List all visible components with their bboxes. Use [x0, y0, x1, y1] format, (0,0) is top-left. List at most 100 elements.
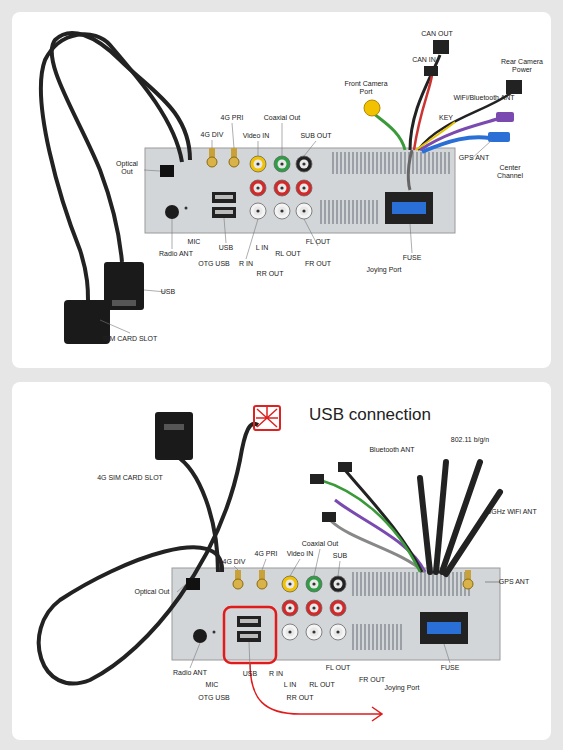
leader-line	[290, 559, 300, 576]
part-label: Video IN	[280, 550, 320, 558]
part-label: R IN	[264, 670, 288, 678]
rca-inner	[278, 207, 287, 216]
leader-line	[410, 224, 412, 253]
sub-jack	[296, 156, 312, 172]
part-label: RR OUT	[283, 694, 317, 702]
sim-slot-box	[155, 412, 193, 460]
rca-inner	[310, 580, 319, 589]
rca-pin	[280, 209, 283, 212]
coaxial-jack	[274, 156, 290, 172]
rca-pin	[302, 162, 305, 165]
leader-line	[234, 566, 238, 570]
unit-body	[172, 568, 500, 660]
rca-inner	[310, 628, 319, 637]
rca-pin	[288, 582, 291, 585]
top-panel	[12, 12, 551, 368]
part-label: OTG USB	[194, 260, 234, 268]
leader-line	[224, 218, 226, 243]
part-label: Bluetooth ANT	[362, 446, 422, 454]
wifi-connector	[496, 112, 514, 122]
part-label: FR OUT	[301, 260, 335, 268]
rca-red-jack	[296, 180, 312, 196]
rca-pin	[302, 209, 305, 212]
usb-icon	[254, 406, 280, 430]
part-label: Radio ANT	[154, 250, 198, 258]
sim-cable	[175, 455, 218, 572]
rca-inner	[278, 160, 287, 169]
rca-pin	[302, 186, 305, 189]
leader-line	[485, 582, 500, 583]
part-label: RL OUT	[305, 681, 339, 689]
part-label: CAN OUT	[412, 30, 462, 38]
part-label: Video IN	[236, 132, 276, 140]
can-connector	[433, 40, 449, 54]
unit-body	[145, 148, 455, 233]
radio-ant-hole	[165, 205, 179, 219]
sma-connector	[463, 579, 473, 589]
part-label: SIM CARD SLOT	[95, 335, 165, 343]
usb-plug	[104, 262, 144, 310]
rca-inner	[254, 184, 263, 193]
part-label: 802.11 b/g/n	[440, 436, 500, 444]
part-label: USB	[214, 244, 238, 252]
part-label: 4G SIM CARD SLOT	[90, 474, 170, 482]
vent	[320, 200, 380, 224]
rca-inner	[300, 207, 309, 216]
sma-connector	[229, 157, 239, 167]
part-label: Center Channel	[490, 164, 530, 179]
part-label: WiFi/Bluetooth ANT	[444, 94, 524, 102]
rca-pin	[288, 606, 291, 609]
usb-slot	[112, 300, 136, 306]
part-label: MIC	[182, 238, 206, 246]
vent	[330, 152, 450, 174]
rca-pin	[256, 162, 259, 165]
part-label: Joying Port	[377, 684, 427, 692]
antenna	[420, 478, 430, 572]
wire	[320, 480, 420, 572]
part-label: 4G DIV	[197, 131, 227, 139]
connector	[310, 474, 324, 484]
usb-port	[212, 207, 236, 218]
connector	[338, 462, 352, 472]
rca-pin	[336, 630, 339, 633]
rca-red-jack	[306, 600, 322, 616]
part-label: Coaxial Out	[257, 114, 307, 122]
sim-cable	[41, 34, 182, 300]
part-label: Joying Port	[359, 266, 409, 274]
leader-line	[249, 642, 250, 669]
vent	[352, 624, 402, 650]
rca-pin	[312, 630, 315, 633]
leader-line	[172, 219, 173, 249]
part-label: FL OUT	[301, 238, 335, 246]
rca-inner	[334, 580, 343, 589]
video-in-jack	[250, 156, 266, 172]
rca-inner	[286, 628, 295, 637]
rca-white-jack	[250, 203, 266, 219]
part-label: MIC	[200, 681, 224, 689]
rca-red-jack	[250, 180, 266, 196]
leader-line	[258, 141, 259, 156]
rca-inner	[278, 184, 287, 193]
power-connector	[506, 80, 522, 94]
wire	[372, 112, 405, 150]
part-label: OTG USB	[194, 694, 234, 702]
rca-white-jack	[274, 203, 290, 219]
part-label: Optical Out	[110, 160, 144, 175]
rca-plug	[364, 100, 380, 116]
harness-socket	[385, 192, 433, 224]
rca-white-jack	[282, 624, 298, 640]
video-in-jack	[282, 576, 298, 592]
leader-line	[338, 561, 340, 576]
rca-pin	[336, 582, 339, 585]
rca-pin	[312, 582, 315, 585]
part-label: USB	[238, 670, 262, 678]
rca-pin	[280, 186, 283, 189]
coaxial-jack	[306, 576, 322, 592]
harness-insert	[427, 622, 461, 634]
rca-inner	[286, 580, 295, 589]
usb-port	[237, 616, 261, 627]
rca-inner	[300, 184, 309, 193]
usb-port	[212, 192, 236, 203]
rca-inner	[334, 604, 343, 613]
